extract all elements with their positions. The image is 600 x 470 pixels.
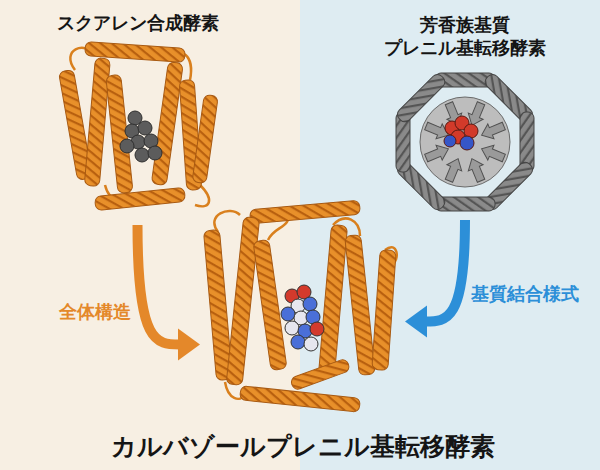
helix [203, 230, 232, 381]
helix [151, 62, 183, 186]
arrow-head [405, 306, 427, 338]
barrel-core [420, 97, 510, 187]
helix [240, 386, 361, 412]
helix [395, 72, 447, 124]
atom [135, 148, 149, 162]
atom [285, 321, 299, 335]
helix [84, 58, 110, 187]
loop [214, 210, 396, 399]
atom [304, 337, 318, 351]
atom [291, 335, 305, 349]
helix-ring [395, 72, 535, 212]
helix [226, 217, 259, 386]
node-heading: スクアレン合成酵素 [57, 12, 219, 35]
strand [479, 141, 507, 165]
atom [281, 307, 295, 321]
arrow-head [178, 329, 200, 361]
helix [192, 94, 218, 183]
curved-arrow [425, 220, 465, 322]
atom [310, 322, 324, 336]
aromatic-prenyltransferase-structure [395, 72, 535, 212]
helix [290, 358, 351, 391]
protein-node: 芳香族基質 プレニル基転移酵素 [385, 65, 545, 220]
loop [70, 48, 209, 207]
atom [120, 139, 134, 153]
substrate-spheres [281, 285, 324, 351]
helix [345, 235, 376, 376]
carbazole-prenyltransferase-structure [203, 200, 396, 412]
helix [253, 240, 287, 371]
arrow-label: 全体構造 [59, 301, 131, 323]
protein-node: スクアレン合成酵素 [60, 40, 215, 225]
node-heading: カルバゾールプレニル基転移酵素 [111, 431, 495, 462]
arrow-label: 基質結合様式 [471, 283, 579, 305]
atom [148, 146, 162, 160]
beta-strands [423, 100, 507, 184]
protein-node: カルバゾールプレニル基転移酵素 [200, 195, 405, 425]
node-heading: 芳香族基質 プレニル基転移酵素 [375, 14, 555, 59]
helix [95, 187, 186, 210]
helix [372, 250, 396, 371]
strand [479, 119, 507, 143]
atom [444, 135, 456, 147]
ligand-spheres [120, 111, 162, 162]
squalene-synthase-structure [59, 42, 219, 211]
curved-arrow [138, 225, 181, 345]
strand [442, 156, 466, 184]
atom [138, 121, 152, 135]
helix [250, 200, 361, 224]
substrate-spheres [444, 116, 478, 150]
strand [464, 156, 488, 184]
atom [460, 136, 474, 150]
atom [303, 297, 317, 311]
helix [318, 225, 347, 376]
